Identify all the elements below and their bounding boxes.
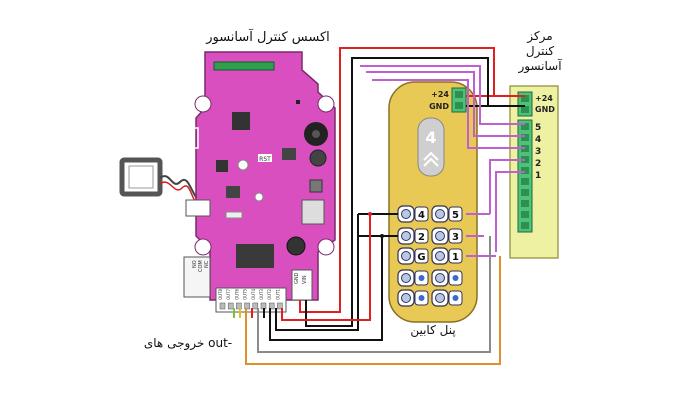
- cabin-panel: 4 +24 GND 4 5 2 3G 1: [388, 81, 478, 323]
- panel-power-plus24: +24: [431, 90, 449, 99]
- panel-button-left-1: 4: [397, 205, 429, 223]
- center-power-gnd: GND: [535, 105, 555, 114]
- rst-label: RST: [259, 156, 271, 163]
- panel-display-digit: 4: [425, 128, 436, 147]
- out-pin-1: OUT1: [275, 288, 280, 300]
- center-title-line1: مرکز: [526, 29, 552, 44]
- out-pin-8: OUT8: [218, 288, 223, 300]
- out-pin-6: OUT6: [234, 288, 239, 300]
- out-pin-5: OUT5: [243, 288, 248, 300]
- panel-button-right-5: [431, 289, 463, 307]
- center-floor-3: 3: [535, 147, 541, 157]
- panel-button-left-3-label: G: [417, 252, 425, 263]
- panel-button-left-5: [397, 289, 429, 307]
- out-pin-3: OUT3: [259, 288, 264, 300]
- panel-button-right-2: 3: [431, 227, 463, 245]
- center-floor-4: 4: [535, 135, 541, 145]
- panel-button-right-1-label: 5: [452, 210, 459, 221]
- panel-button-right-3: 1: [431, 247, 463, 265]
- center-title-line3: آسانسور: [517, 58, 562, 74]
- panel-button-left-4: [397, 269, 429, 287]
- center-floor-1: 1: [535, 171, 541, 181]
- panel-button-left-1-label: 4: [418, 210, 425, 221]
- panel-button-right-4: [431, 269, 463, 287]
- center-floor-2: 2: [535, 159, 541, 169]
- relay-pin-nc: NC: [204, 260, 210, 268]
- panel-button-left-2: 2: [397, 227, 429, 245]
- center-floor-5: 5: [535, 123, 541, 133]
- panel-button-right-2-label: 3: [452, 232, 459, 243]
- cabin-panel-title: پنل کابین: [410, 323, 455, 338]
- center-title-line2: کنترل: [526, 44, 555, 59]
- relay-pin-no: NO: [192, 260, 198, 268]
- relay-pin-com: COM: [198, 260, 204, 272]
- panel-button-right-3-label: 1: [452, 252, 459, 263]
- board-brand-logo: B: [183, 132, 193, 148]
- outputs-label: خروجی های out-: [144, 336, 232, 351]
- center-power-plus24: +24: [535, 94, 553, 103]
- antenna-coil: [119, 157, 199, 207]
- power-pin-vin: VIN: [302, 275, 308, 284]
- power-pin-gnd: GND: [294, 272, 300, 284]
- panel-buttons: 4 5 2 3G 1: [397, 205, 463, 307]
- panel-power-gnd: GND: [429, 102, 449, 111]
- panel-button-right-1: 5: [431, 205, 463, 223]
- panel-button-left-3: G: [397, 247, 429, 265]
- out-pin-2: OUT2: [267, 288, 272, 300]
- out-pin-4: OUT4: [251, 288, 256, 300]
- ant-label: ANT: [177, 203, 183, 214]
- wires: [233, 47, 525, 365]
- board-title: اکسس کنترل آسانسور: [205, 28, 330, 45]
- panel-button-left-2-label: 2: [418, 232, 425, 243]
- out-pin-7: OUT7: [226, 288, 231, 300]
